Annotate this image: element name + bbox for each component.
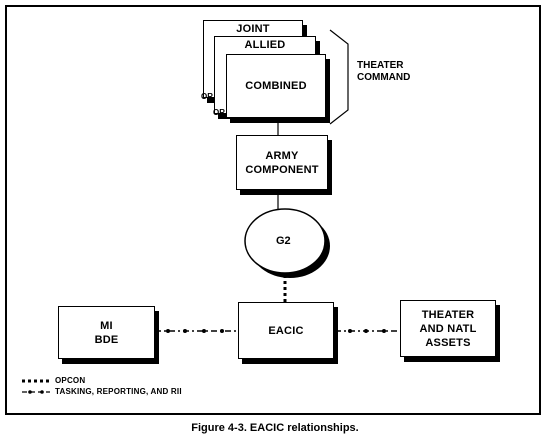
theater-command-label: THEATER COMMAND [357, 60, 411, 83]
eacic-box: EACIC [238, 302, 334, 359]
theater-assets-label: THEATER AND NATL ASSETS [419, 308, 477, 349]
army-component-box: ARMY COMPONENT [236, 135, 328, 190]
theater-bracket [329, 29, 349, 125]
or-label-2: OR [213, 108, 225, 117]
theater-assets-box: THEATER AND NATL ASSETS [400, 300, 496, 357]
combined-box: COMBINED [226, 54, 326, 118]
eacic-label: EACIC [268, 324, 304, 337]
mi-bde-label: MI BDE [94, 319, 119, 346]
legend-tasking-label: TASKING, REPORTING, AND RII [55, 387, 182, 396]
army-component-label: ARMY COMPONENT [245, 149, 319, 176]
figure-caption: Figure 4-3. EACIC relationships. [191, 422, 359, 434]
g2-label: G2 [276, 235, 291, 247]
g2-circle [244, 208, 326, 274]
joint-label: JOINT [236, 23, 270, 35]
allied-label: ALLIED [244, 39, 286, 51]
mi-bde-box: MI BDE [58, 306, 155, 359]
combined-label: COMBINED [245, 80, 307, 92]
or-label-1: OR [201, 92, 213, 101]
figure-frame [5, 5, 541, 415]
legend-opcon-label: OPCON [55, 376, 86, 385]
